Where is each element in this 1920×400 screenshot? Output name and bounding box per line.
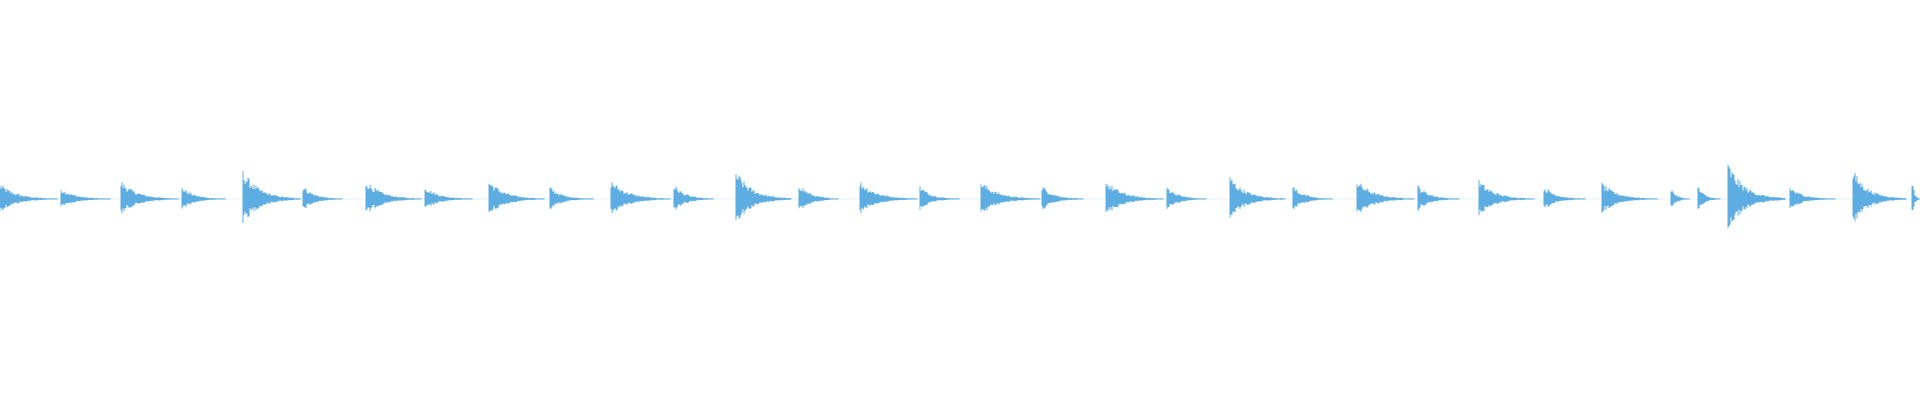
waveform-hit [735,174,792,220]
waveform-hit [1041,187,1084,209]
waveform-hit [302,188,343,208]
waveform-hit [488,183,545,212]
waveform-hit [1478,179,1535,216]
waveform-hit [242,170,301,223]
waveform-hit [424,189,473,207]
waveform-hit [1911,186,1920,210]
waveform-hit [60,190,111,207]
waveform-hit [980,184,1041,212]
waveform-hit [610,182,671,214]
waveform-hit [1789,188,1836,209]
waveform-hit [859,182,918,214]
waveform-hit [0,185,58,211]
waveform-hit [549,187,594,209]
waveform-hit [181,187,226,209]
waveform-hit [673,186,714,210]
waveform-hit [1417,185,1460,211]
waveform-hit [1543,189,1586,208]
waveform-hit [1670,190,1690,207]
waveform-hit [1356,183,1415,212]
waveform-track [0,164,1920,229]
waveform-hit [1292,187,1333,209]
waveform-hit [1727,164,1786,229]
waveform-hit [1105,183,1164,212]
waveform-hit [1601,182,1658,213]
waveform-hit [1229,177,1286,218]
waveform-hit [798,188,839,209]
waveform-hit [120,182,179,214]
waveform-hit [365,184,422,212]
waveform-hit [1166,187,1207,209]
waveform-hit [1697,187,1721,209]
waveform-hit [919,186,960,210]
waveform-hit [1852,172,1907,222]
